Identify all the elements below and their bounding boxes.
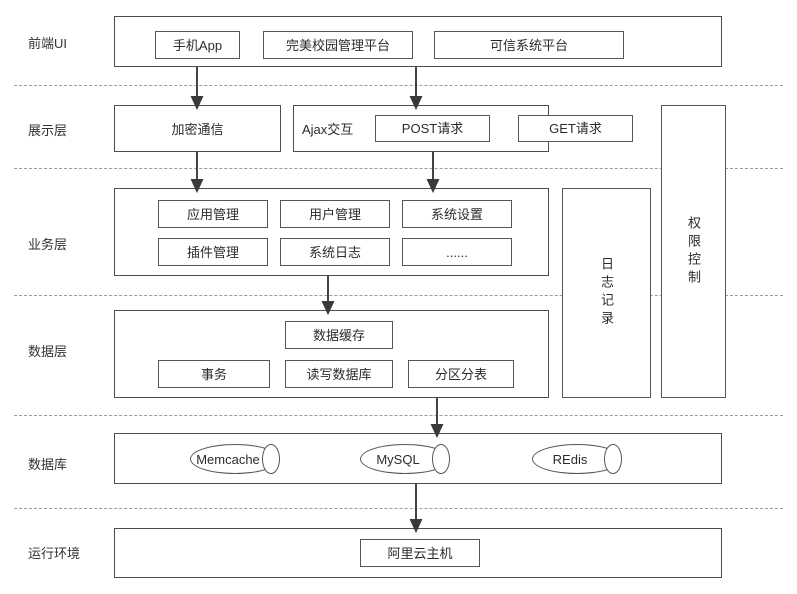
layer-label-text: 前端UI [28,35,68,51]
layer-label-data: 数据层 [28,340,108,360]
node-data-cache[interactable]: 数据缓存 [285,321,393,349]
divider-database-runtime [14,508,783,509]
node-label: MySQL [376,451,420,467]
divider-frontend-presentation [14,85,783,86]
node-label: 应用管理 [186,206,239,222]
node-partition-sharding[interactable]: 分区分表 [408,360,514,388]
cylinder-cap-icon [432,443,450,475]
cylinder-cap-icon [262,443,280,475]
node-transaction[interactable]: 事务 [158,360,270,388]
node-redis[interactable]: REdis [532,443,622,475]
layer-label-text: 业务层 [28,236,68,252]
cylinder-cap-icon [604,443,622,475]
node-label: 加密通信 [171,122,224,137]
node-label: 读写数据库 [306,366,372,382]
node-more-ellipsis[interactable]: ...... [402,238,512,266]
node-application-management[interactable]: 应用管理 [158,200,268,228]
node-get-request[interactable]: GET请求 [518,115,633,142]
layer-label-text: 展示层 [28,122,68,138]
node-label: 日志记录 [599,257,614,329]
node-label: 用户管理 [308,206,361,222]
node-ajax-interaction: Ajax交互 [302,105,374,152]
layer-label-text: 数据层 [28,343,68,359]
presentation-encrypted-container [114,105,281,152]
node-label: Ajax交互 [302,122,354,137]
divider-presentation-business [14,168,783,169]
node-encrypted-communication[interactable]: 加密通信 [114,105,281,152]
node-aliyun-host[interactable]: 阿里云主机 [360,539,480,567]
layer-label-database: 数据库 [28,453,108,473]
node-label: GET请求 [549,121,602,136]
layer-label-frontend-ui: 前端UI [28,32,108,52]
node-system-settings[interactable]: 系统设置 [402,200,512,228]
node-memcache[interactable]: Memcache [190,443,280,475]
node-perfect-campus-platform[interactable]: 完美校园管理平台 [263,31,413,59]
node-label: 插件管理 [186,244,239,260]
layer-label-presentation: 展示层 [28,119,108,139]
node-label: 阿里云主机 [387,545,453,561]
node-permission-control[interactable]: 权限控制 [661,105,726,398]
node-system-log[interactable]: 系统日志 [280,238,390,266]
node-label: Memcache [196,451,260,467]
node-label: 数据缓存 [312,327,365,343]
layer-label-business: 业务层 [28,233,108,253]
node-plugin-management[interactable]: 插件管理 [158,238,268,266]
node-mysql[interactable]: MySQL [360,443,450,475]
node-log-record[interactable]: 日志记录 [562,188,651,398]
node-label: 完美校园管理平台 [285,37,390,53]
layer-label-text: 数据库 [28,456,68,472]
node-label: 事务 [200,366,227,382]
node-label: 权限控制 [686,215,701,288]
node-label: 可信系统平台 [489,37,568,53]
layer-label-runtime: 运行环境 [28,542,108,562]
node-trusted-system-platform[interactable]: 可信系统平台 [434,31,624,59]
node-user-management[interactable]: 用户管理 [280,200,390,228]
node-post-request[interactable]: POST请求 [375,115,490,142]
node-label: 系统日志 [308,244,361,260]
node-label: POST请求 [401,121,464,136]
divider-data-database [14,415,783,416]
layer-label-text: 运行环境 [28,545,81,561]
node-label: 手机App [172,37,223,53]
node-mobile-app[interactable]: 手机App [155,31,240,59]
node-label: 分区分表 [434,366,487,382]
divider-business-data [14,295,783,296]
node-label: ...... [446,244,468,260]
node-label: 系统设置 [430,206,483,222]
node-read-write-database[interactable]: 读写数据库 [285,360,393,388]
node-label: REdis [552,451,588,467]
